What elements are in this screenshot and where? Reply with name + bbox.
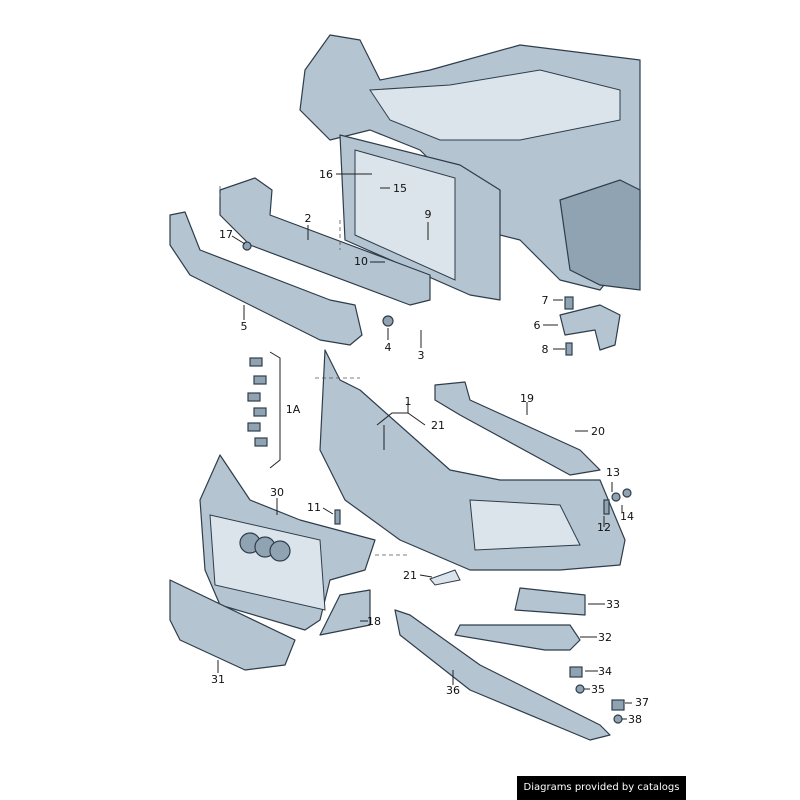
part-label-34: 34 — [598, 665, 612, 678]
part-label-35: 35 — [591, 683, 605, 696]
part-label-31: 31 — [211, 673, 225, 686]
part-label-20: 20 — [591, 425, 605, 438]
part-label-6: 6 — [534, 319, 541, 332]
part-label-30: 30 — [270, 486, 284, 499]
part-label-10: 10 — [354, 255, 368, 268]
part-6-bracket — [559, 304, 621, 351]
part-18-duct — [319, 589, 371, 636]
part-label-11: 11 — [307, 501, 321, 514]
part-label-21: 21 — [431, 419, 445, 432]
part-label-1A: 1A — [286, 403, 301, 416]
part-label-14: 14 — [620, 510, 634, 523]
part-label-33: 33 — [606, 598, 620, 611]
part-label-21: 21 — [403, 569, 417, 582]
part-label-8: 8 — [542, 343, 549, 356]
credit-banner: Diagrams provided by catalogs parts — [517, 776, 686, 800]
part-label-19: 19 — [520, 392, 534, 405]
part-label-12: 12 — [597, 521, 611, 534]
fasteners — [242, 241, 632, 724]
part-label-3: 3 — [418, 349, 425, 362]
part-label-17: 17 — [219, 228, 233, 241]
part-32-fog-grille — [454, 624, 581, 651]
part-label-15: 15 — [393, 182, 407, 195]
radiator-support — [339, 134, 501, 301]
part-label-4: 4 — [385, 341, 392, 354]
part-33-cover — [514, 587, 586, 616]
part-31-plate-holder — [169, 579, 296, 671]
part-label-38: 38 — [628, 713, 642, 726]
part-19-guide — [434, 381, 601, 476]
part-label-1: 1 — [405, 395, 412, 408]
part-30-grille — [199, 454, 376, 631]
part-5-energy-absorber — [169, 211, 363, 346]
part-label-5: 5 — [241, 320, 248, 333]
part-label-36: 36 — [446, 684, 460, 697]
body-frame — [299, 34, 641, 291]
part-label-7: 7 — [542, 294, 549, 307]
part-label-16: 16 — [319, 168, 333, 181]
part-label-32: 32 — [598, 631, 612, 644]
part-label-37: 37 — [635, 696, 649, 709]
part-label-13: 13 — [606, 466, 620, 479]
part-label-9: 9 — [425, 208, 432, 221]
part-36-spoiler — [394, 609, 611, 741]
part-label-2: 2 — [305, 212, 312, 225]
part-label-18: 18 — [367, 615, 381, 628]
leader-lines — [217, 173, 632, 720]
part-2-impact-bar — [219, 177, 431, 306]
